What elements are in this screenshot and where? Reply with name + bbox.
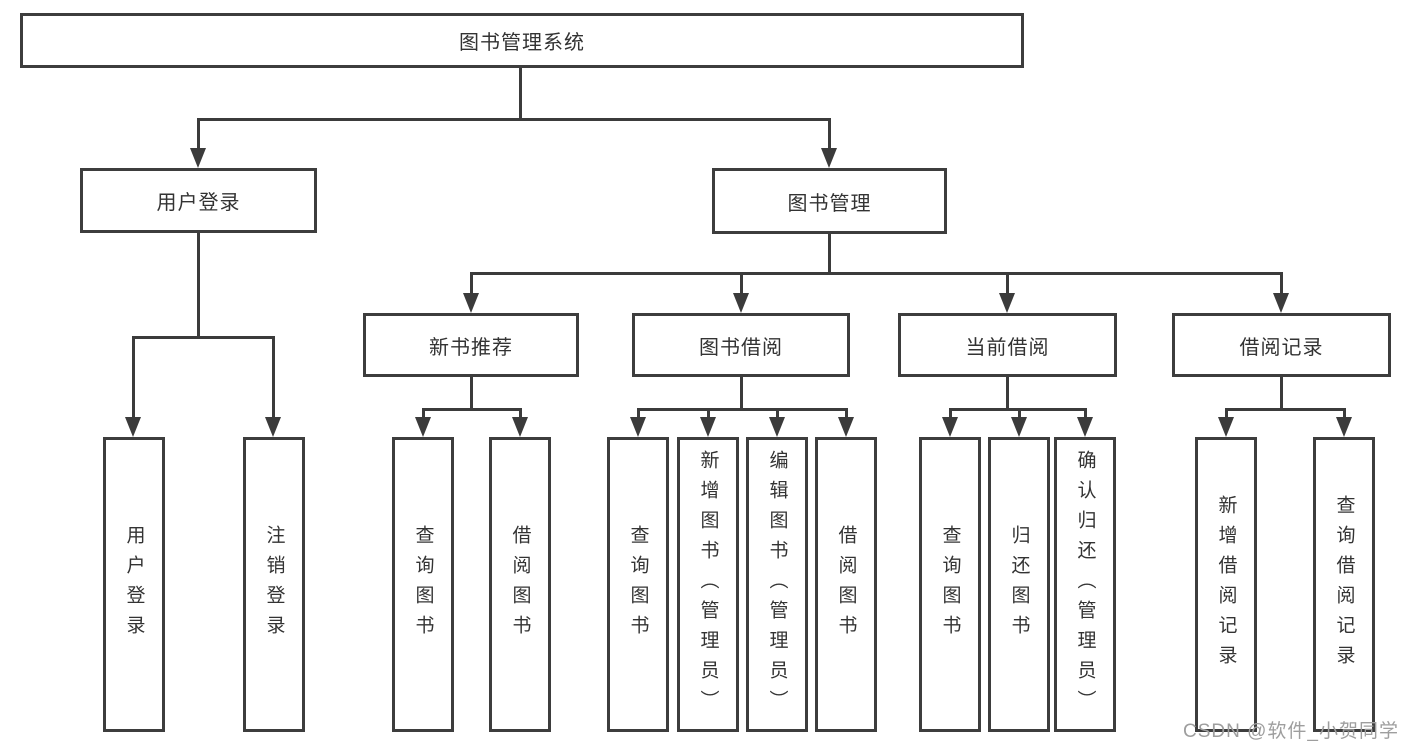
connector-line [1084, 411, 1087, 417]
csdn-watermark: CSDN @软件_小贺同学 [1183, 721, 1399, 742]
connector-line [740, 377, 743, 408]
arrowhead-down-icon [1011, 417, 1027, 437]
arrowhead-down-icon [265, 417, 281, 437]
connector-line [707, 411, 710, 417]
node-new-book-recommend: 新书推荐 [363, 313, 579, 377]
arrowhead-down-icon [1336, 417, 1352, 437]
connector-line [828, 121, 831, 148]
arrowhead-down-icon [415, 417, 431, 437]
node-book-management: 图书管理 [712, 168, 947, 234]
connector-line [1225, 411, 1228, 417]
connector-line [949, 411, 952, 417]
node-label: 用户登录 [156, 192, 241, 214]
arrowhead-down-icon [838, 417, 854, 437]
leaf-logout: 注销登录 [243, 437, 305, 732]
connector-line [132, 339, 135, 417]
arrowhead-down-icon [700, 417, 716, 437]
connector-line [637, 411, 640, 417]
connector-line [740, 275, 743, 293]
leaf-confirm-return-admin: 确认归还（管理员） [1054, 437, 1116, 732]
connector-line [470, 272, 1283, 275]
arrowhead-down-icon [1273, 293, 1289, 313]
leaf-borrow-books-recommend: 借阅图书 [489, 437, 551, 732]
leaf-label: 新增图书（管理员） [697, 449, 719, 720]
node-label: 图书管理 [787, 192, 872, 215]
connector-line [470, 275, 473, 293]
node-borrowing-records: 借阅记录 [1172, 313, 1391, 377]
node-label: 图书借阅 [699, 336, 783, 359]
node-root: 图书管理系统 [20, 13, 1024, 68]
arrowhead-down-icon [821, 148, 837, 168]
leaf-user-login: 用户登录 [103, 437, 165, 732]
connector-line [422, 411, 425, 417]
leaf-label: 查询图书 [627, 524, 649, 645]
leaf-borrow-books: 借阅图书 [815, 437, 877, 732]
connector-line [1006, 275, 1009, 293]
arrowhead-down-icon [1218, 417, 1234, 437]
arrowhead-down-icon [512, 417, 528, 437]
leaf-query-books-current: 查询图书 [919, 437, 981, 732]
connector-line [828, 234, 831, 272]
leaf-add-borrow-record: 新增借阅记录 [1195, 437, 1257, 732]
connector-line [637, 408, 848, 411]
leaf-return-books: 归还图书 [988, 437, 1050, 732]
arrowhead-down-icon [999, 293, 1015, 313]
connector-line [1018, 411, 1021, 417]
connector-line [519, 411, 522, 417]
arrowhead-down-icon [733, 293, 749, 313]
arrowhead-down-icon [942, 417, 958, 437]
arrowhead-down-icon [769, 417, 785, 437]
connector-line [776, 411, 779, 417]
leaf-label: 确认归还（管理员） [1074, 449, 1096, 720]
connector-line [949, 408, 1087, 411]
leaf-label: 借阅图书 [835, 524, 857, 645]
leaf-label: 查询图书 [939, 524, 961, 645]
arrowhead-down-icon [1077, 417, 1093, 437]
node-book-borrowing: 图书借阅 [632, 313, 850, 377]
node-current-borrowing: 当前借阅 [898, 313, 1117, 377]
connector-line [132, 336, 275, 339]
leaf-label: 归还图书 [1008, 524, 1030, 645]
connector-line [1280, 275, 1283, 293]
connector-line [272, 339, 275, 417]
connector-line [845, 411, 848, 417]
leaf-label: 新增借阅记录 [1215, 494, 1237, 675]
leaf-query-borrow-record: 查询借阅记录 [1313, 437, 1375, 732]
leaf-query-books-recommend: 查询图书 [392, 437, 454, 732]
connector-line [422, 408, 522, 411]
arrowhead-down-icon [125, 417, 141, 437]
connector-line [1343, 411, 1346, 417]
connector-line [197, 233, 200, 336]
node-label: 借阅记录 [1239, 336, 1324, 359]
connector-line [197, 121, 200, 148]
leaf-label: 借阅图书 [509, 524, 531, 645]
leaf-edit-books-admin: 编辑图书（管理员） [746, 437, 808, 732]
leaf-label: 注销登录 [263, 524, 285, 645]
arrowhead-down-icon [630, 417, 646, 437]
leaf-query-books-borrowing: 查询图书 [607, 437, 669, 732]
node-label: 当前借阅 [965, 336, 1050, 359]
node-root-label: 图书管理系统 [459, 32, 585, 54]
arrowhead-down-icon [463, 293, 479, 313]
arrowhead-down-icon [190, 148, 206, 168]
connector-line [1280, 377, 1283, 408]
node-label: 新书推荐 [429, 336, 513, 359]
node-user-login: 用户登录 [80, 168, 317, 233]
leaf-label: 查询借阅记录 [1333, 494, 1355, 675]
leaf-add-books-admin: 新增图书（管理员） [677, 437, 739, 732]
connector-line [470, 377, 473, 408]
connector-line [1006, 377, 1009, 408]
connector-line [519, 68, 522, 118]
connector-line [1225, 408, 1346, 411]
connector-line [197, 118, 831, 121]
leaf-label: 编辑图书（管理员） [766, 449, 788, 720]
leaf-label: 查询图书 [412, 524, 434, 645]
leaf-label: 用户登录 [123, 524, 145, 645]
